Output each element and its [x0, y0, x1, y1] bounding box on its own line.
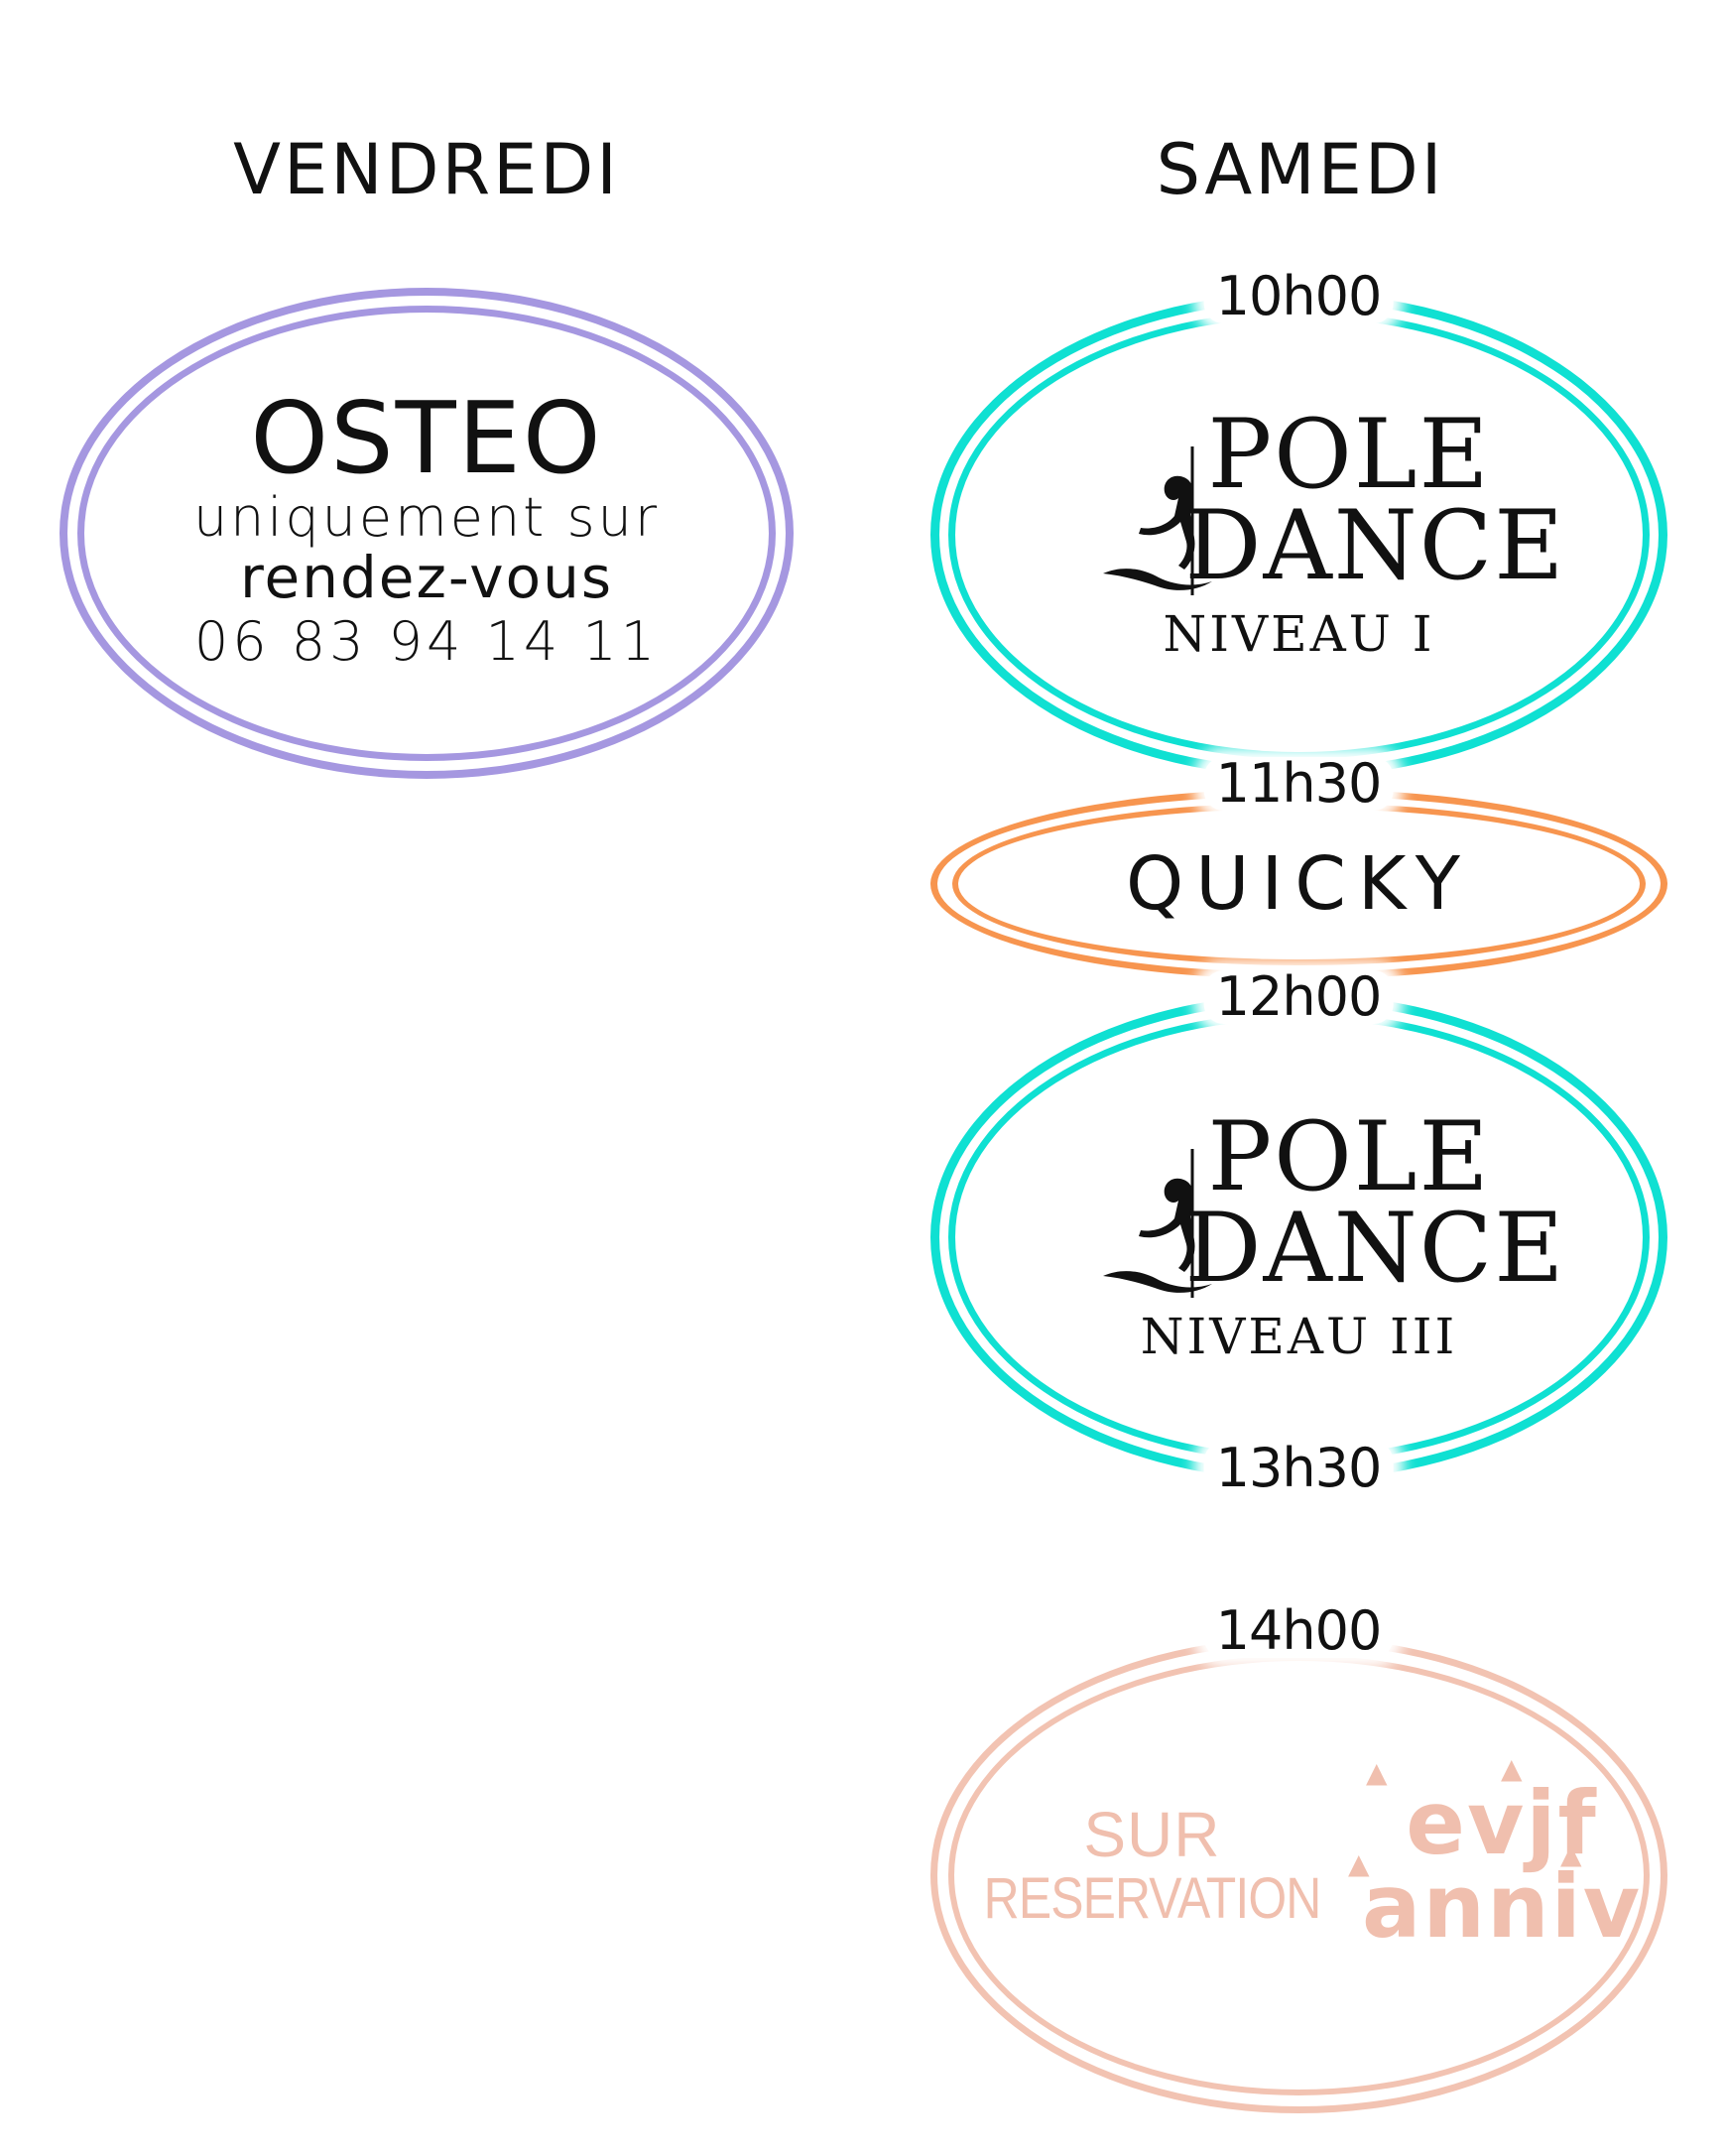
time-label-1200: 12h00 — [1203, 970, 1394, 1024]
friday-heading: VENDREDI — [233, 129, 620, 210]
time-label-1400: 14h00 — [1203, 1604, 1394, 1658]
party-hat-icon: ▲ — [1559, 1838, 1582, 1871]
pole-dance-3-word2: DANCE — [1184, 1193, 1566, 1304]
osteo-ring-outer — [60, 288, 794, 779]
party-hat-icon: ▲ — [1365, 1756, 1388, 1790]
reservation-row: SUR RESERVATION ▲ ▲ ▲ ▲ evjf anniv — [956, 1755, 1643, 1958]
osteo-ellipse: OSTEO uniquement sur rendez-vous 06 83 9… — [60, 288, 794, 779]
time-label-1130: 11h30 — [1203, 757, 1394, 811]
reservation-ellipse: SUR RESERVATION ▲ ▲ ▲ ▲ evjf anniv — [930, 1637, 1667, 2113]
pole-dance-3-ellipse: POLE DANCE NIVEAU III — [930, 994, 1667, 1480]
pole-dance-3-content: POLE DANCE NIVEAU III — [930, 994, 1667, 1480]
pole-dancer-icon — [1102, 446, 1212, 595]
saturday-heading: SAMEDI — [1156, 129, 1445, 210]
pole-dance-3-level: NIVEAU III — [1140, 1308, 1458, 1365]
osteo-phone: 06 83 94 14 11 — [193, 609, 660, 673]
pole-dance-1-word1: POLE — [1207, 399, 1491, 510]
reservation-left: SUR RESERVATION — [956, 1803, 1348, 1928]
osteo-line2: rendez-vous — [239, 544, 614, 612]
osteo-content: OSTEO uniquement sur rendez-vous 06 83 9… — [60, 288, 794, 779]
pole-dancer-icon — [1102, 1149, 1212, 1298]
quicky-content: QUICKY — [930, 789, 1667, 979]
reservation-ring-inner — [948, 1655, 1650, 2095]
pole-dance-1-logo: POLE DANCE — [1101, 399, 1563, 595]
osteo-title: OSTEO — [250, 380, 603, 497]
time-label-1330: 13h30 — [1203, 1442, 1394, 1495]
reservation-evjf: evjf — [1406, 1772, 1598, 1875]
osteo-line1: uniquement sur — [192, 486, 661, 550]
osteo-ring-inner — [77, 306, 776, 761]
quicky-ellipse: QUICKY — [930, 789, 1667, 979]
pole-dance-3-logo: POLE DANCE — [1101, 1101, 1563, 1298]
reservation-line1: SUR — [1083, 1799, 1221, 1870]
pole-dance-1-word2: DANCE — [1184, 490, 1566, 601]
reservation-anniv: anniv — [1361, 1855, 1643, 1958]
party-hat-icon: ▲ — [1347, 1847, 1370, 1881]
reservation-line2: RESERVATION — [983, 1866, 1322, 1931]
quicky-label: QUICKY — [1126, 841, 1472, 927]
pole-dance-1-ellipse: POLE DANCE NIVEAU I — [930, 293, 1667, 777]
reservation-right: ▲ ▲ ▲ ▲ evjf anniv — [1348, 1755, 1643, 1958]
party-hat-icon: ▲ — [1500, 1752, 1523, 1786]
reservation-content: SUR RESERVATION ▲ ▲ ▲ ▲ evjf anniv — [930, 1637, 1667, 2113]
pole-dance-3-word1: POLE — [1207, 1101, 1491, 1212]
pole-dance-1-content: POLE DANCE NIVEAU I — [930, 293, 1667, 777]
pole-dance-1-level: NIVEAU I — [1163, 605, 1435, 663]
time-label-1000: 10h00 — [1203, 270, 1394, 323]
